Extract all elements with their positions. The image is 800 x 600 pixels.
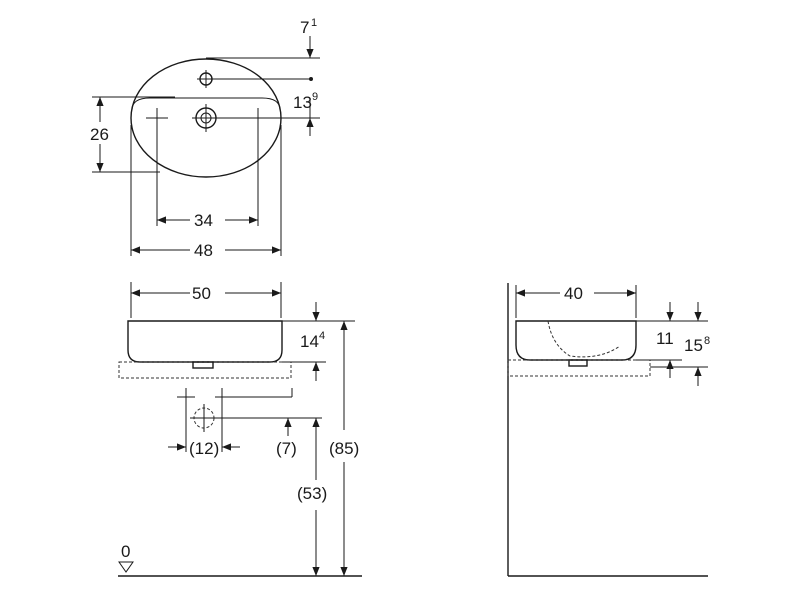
dim-side-width: 40 xyxy=(564,284,583,303)
dim-tap-hole: 13 xyxy=(293,93,312,112)
floor-symbol xyxy=(118,561,134,573)
side-countertop xyxy=(507,359,651,377)
dim-side-inner: 11 xyxy=(656,329,674,348)
dim-floor: 0 xyxy=(121,542,130,561)
side-drain-outlet xyxy=(568,359,588,367)
dim-top-offset: 7 xyxy=(300,18,309,37)
basin-inner-bowl xyxy=(131,97,281,111)
dim-hole-spacing: 34 xyxy=(194,211,213,230)
dim-width-top: 48 xyxy=(194,241,213,260)
basin-front xyxy=(127,320,283,363)
front-view: 50 14 4 xyxy=(118,282,362,577)
dim-drain-height: (53) xyxy=(297,484,327,503)
top-view: 7 1 13 9 26 34 48 xyxy=(86,17,320,260)
dim-valve-height: (7) xyxy=(276,439,297,458)
basin-side xyxy=(515,320,637,361)
basin-side-bowl xyxy=(547,320,621,358)
countertop xyxy=(118,361,292,379)
valve-cross-left xyxy=(177,388,195,408)
dim-width: 50 xyxy=(192,284,211,303)
dim-height: 14 xyxy=(300,332,319,351)
dim-rim-height: (85) xyxy=(329,439,359,458)
valve-cross-right xyxy=(215,388,233,408)
dim-side-total: 15 xyxy=(684,336,703,355)
dim-side-total-sup: 8 xyxy=(704,335,710,347)
dim-height-sup: 4 xyxy=(319,330,325,342)
mount-cross-left xyxy=(146,108,168,128)
dim-tap-hole-sup: 9 xyxy=(312,91,318,103)
dim-depth: 26 xyxy=(90,125,109,144)
side-view: 40 11 15 8 xyxy=(507,283,710,577)
drain-outlet xyxy=(192,361,214,369)
dim-top-offset-sup: 1 xyxy=(311,17,317,29)
dim-valve-spacing: (12) xyxy=(189,439,219,458)
